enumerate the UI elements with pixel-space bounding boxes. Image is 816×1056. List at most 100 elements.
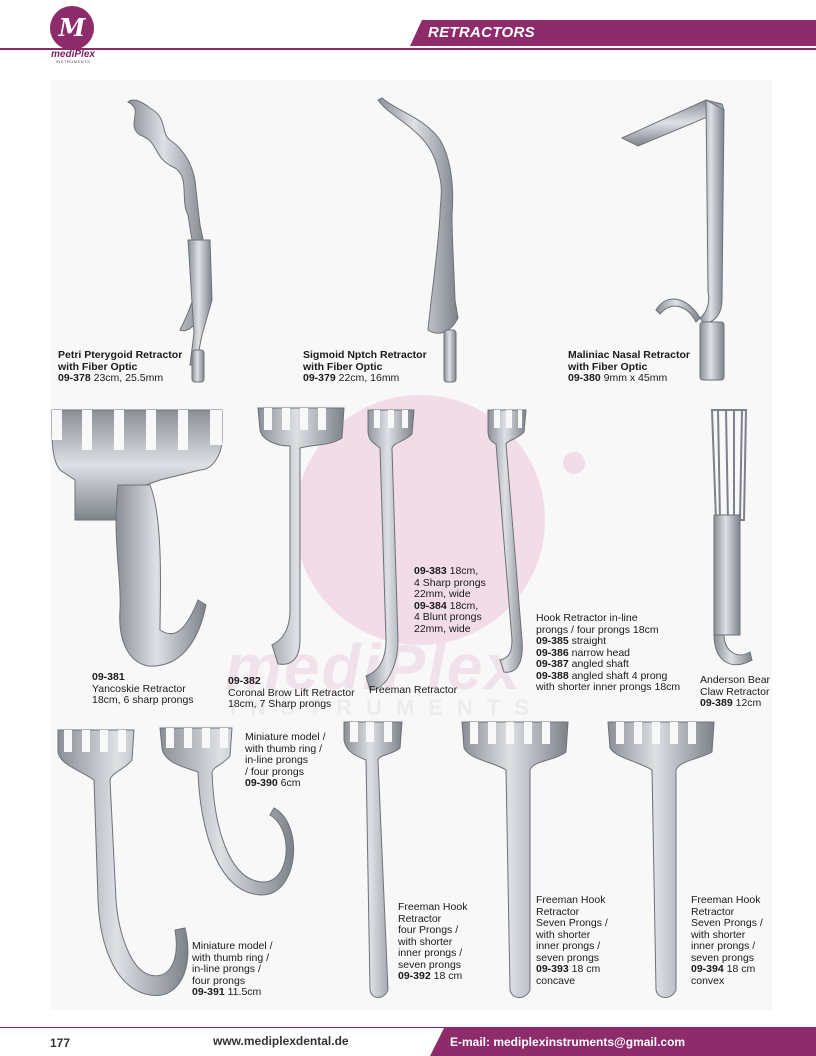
product-line: seven prongs (398, 958, 462, 971)
product-detail: 22cm, 16mm (338, 372, 400, 384)
header-rule (0, 48, 816, 50)
caption-09-379: Sigmoid Nptch Retractor with Fiber Optic… (303, 349, 427, 385)
product-variant: convex (691, 974, 725, 987)
watermark-word: mediPlex (225, 631, 523, 703)
product-code: 09-383 (414, 565, 447, 577)
product-code: 09-379 (303, 372, 336, 384)
product-line: 18cm, 7 Sharp prongs (228, 698, 332, 710)
product-name-line: with Fiber Optic (568, 360, 648, 373)
product-code: 09-392 (398, 970, 431, 982)
product-code: 09-388 (536, 669, 569, 682)
product-line: with shorter (691, 928, 746, 941)
product-code: 09-378 (58, 372, 91, 384)
product-detail: angled shaft 4 prong (571, 669, 668, 682)
product-line: four Prongs / (398, 924, 459, 936)
caption-09-380: Maliniac Nasal Retractor with Fiber Opti… (568, 349, 690, 385)
section-title: RETRACTORS (428, 24, 535, 41)
product-code: 09-390 (245, 777, 278, 789)
logo-subtitle: INSTRUMENTS (55, 59, 91, 64)
product-detail: 18 cm (571, 963, 601, 975)
product-name-line: Hook Retractor in-line (536, 612, 638, 624)
miniature-retractor-11cm-image (57, 729, 189, 997)
product-name-line: with Fiber Optic (303, 360, 383, 373)
product-line: with thumb ring / (245, 742, 323, 755)
caption-freeman-retractor: Freeman Retractor (369, 684, 458, 697)
product-name: Freeman Retractor (369, 684, 458, 696)
product-line: Miniature model / (245, 731, 326, 743)
product-code: 09-391 (192, 986, 225, 998)
product-line: inner prongs / (691, 940, 756, 952)
product-line: Claw Retractor (700, 685, 770, 698)
product-code: 09-386 (536, 646, 569, 659)
product-line: / four prongs (245, 765, 304, 778)
product-detail: 22mm, wide (414, 622, 471, 635)
product-line: Retractor (691, 905, 735, 918)
sigmoid-notch-retractor-image (377, 97, 459, 383)
product-line: Retractor (536, 905, 580, 918)
caption-09-389: Anderson Bear Claw Retractor 09-389 12cm (700, 674, 771, 710)
product-line: inner prongs / (398, 947, 463, 959)
product-detail: narrow head (571, 646, 630, 659)
watermark-subtitle: INSTRUMENTS (230, 695, 543, 720)
product-line: 18cm, 6 sharp prongs (92, 694, 194, 706)
product-name-line: prongs / four prongs 18cm (536, 623, 659, 636)
product-line: Miniature model / (192, 940, 273, 952)
product-detail: with shorter inner prongs 18cm (536, 681, 681, 693)
product-name-line: Sigmoid Nptch Retractor (303, 349, 427, 361)
caption-09-383-384: 09-383 18cm, 4 Sharp prongs 22mm, wide 0… (414, 565, 486, 635)
product-line: Seven Prongs / (536, 917, 608, 929)
product-line: Retractor (398, 912, 442, 925)
caption-09-391: Miniature model / with thumb ring / in-l… (192, 940, 273, 999)
product-code: 09-394 (691, 963, 724, 975)
product-name-line: Petri Pterygoid Retractor (58, 349, 183, 361)
product-line: Seven Prongs / (691, 917, 763, 929)
coronal-brow-lift-retractor-image (257, 407, 345, 665)
product-detail: 4 Blunt prongs (414, 611, 482, 623)
brand-logo[interactable]: M mediPlex INSTRUMENTS (40, 6, 106, 64)
product-detail: 18 cm (433, 970, 463, 982)
website-link[interactable]: www.mediplexdental.de (213, 1034, 349, 1048)
section-tab (410, 20, 816, 46)
footer-tab (430, 1028, 816, 1056)
logo-mark-icon: M (50, 6, 94, 50)
product-line: with thumb ring / (192, 951, 270, 964)
product-line: in-line prongs / (192, 963, 261, 975)
product-line: Coronal Brow Lift Retractor (228, 686, 355, 699)
email-link[interactable]: E-mail: mediplexinstruments@gmail.com (450, 1035, 686, 1049)
caption-09-378: Petri Pterygoid Retractor with Fiber Opt… (58, 349, 183, 385)
product-line: seven prongs (691, 951, 755, 964)
product-code: 09-384 (414, 599, 447, 612)
product-code: 09-385 (536, 635, 569, 647)
product-detail: 23cm, 25.5mm (93, 372, 164, 384)
product-variant: concave (536, 974, 576, 987)
petri-pterygoid-retractor-image (127, 99, 213, 383)
product-detail: 22mm, wide (414, 588, 471, 600)
freeman-hook-retractor-09-393-image (461, 721, 569, 998)
caption-09-390: Miniature model / with thumb ring / in-l… (245, 731, 326, 790)
product-detail: angled shaft (571, 658, 629, 670)
product-detail: 18cm, (449, 599, 479, 612)
product-detail: 18 cm (726, 963, 756, 975)
anderson-bear-claw-retractor-image (710, 409, 753, 666)
product-name-line: Maliniac Nasal Retractor (568, 349, 690, 361)
hook-retractor-inline-image (487, 409, 527, 673)
product-line: Anderson Bear (700, 674, 771, 686)
product-line: seven prongs (536, 951, 600, 964)
product-code: 09-389 (700, 697, 733, 709)
product-line: inner prongs / (536, 940, 601, 952)
caption-09-382: 09-382 Coronal Brow Lift Retractor 18cm,… (228, 675, 355, 711)
product-line: with shorter (398, 935, 453, 948)
watermark-dot (563, 452, 585, 474)
product-code: 09-380 (568, 372, 601, 384)
product-detail: 6cm (280, 777, 301, 789)
product-line: Freeman Hook (398, 901, 468, 913)
caption-09-392: Freeman Hook Retractor four Prongs / wit… (398, 901, 468, 983)
product-name-line: with Fiber Optic (58, 360, 138, 373)
product-detail: straight (571, 635, 607, 647)
product-detail: 4 Sharp prongs (414, 576, 486, 589)
product-detail: 18cm, (449, 565, 479, 577)
product-line: with shorter (536, 928, 591, 941)
caption-09-381: 09-381 Yancoskie Retractor 18cm, 6 sharp… (92, 671, 194, 707)
product-line: Yancoskie Retractor (92, 682, 186, 695)
